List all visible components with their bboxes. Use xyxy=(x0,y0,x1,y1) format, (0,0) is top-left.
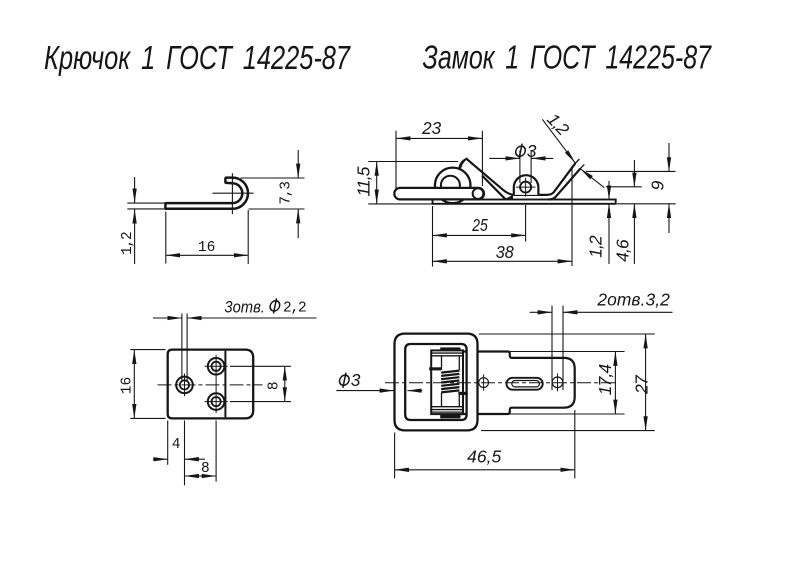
svg-text:17,4: 17,4 xyxy=(595,364,615,396)
svg-text:3: 3 xyxy=(527,141,537,161)
svg-text:38: 38 xyxy=(496,242,514,262)
svg-text:Крючок 1 ГОСТ 14225-87: Крючок 1 ГОСТ 14225-87 xyxy=(44,39,351,76)
svg-text:Замок 1 ГОСТ 14225-87: Замок 1 ГОСТ 14225-87 xyxy=(423,39,713,76)
svg-text:3отв.: 3отв. xyxy=(224,298,265,316)
svg-text:46,5: 46,5 xyxy=(467,447,501,467)
svg-text:1,2: 1,2 xyxy=(586,235,606,258)
svg-text:8: 8 xyxy=(267,381,283,390)
svg-text:9: 9 xyxy=(648,180,668,190)
svg-text:27: 27 xyxy=(632,374,652,395)
svg-text:8: 8 xyxy=(201,461,210,477)
svg-text:11,5: 11,5 xyxy=(354,166,374,196)
svg-text:3: 3 xyxy=(351,370,361,390)
svg-text:23: 23 xyxy=(421,118,441,138)
svg-text:25: 25 xyxy=(471,215,488,235)
svg-text:16: 16 xyxy=(120,377,136,394)
svg-text:2отв.3,2: 2отв.3,2 xyxy=(596,290,670,310)
svg-text:16: 16 xyxy=(198,240,215,256)
svg-text:7,3: 7,3 xyxy=(278,182,294,205)
svg-text:4,6: 4,6 xyxy=(613,239,633,262)
svg-text:2,2: 2,2 xyxy=(283,301,306,317)
svg-text:1,2: 1,2 xyxy=(120,232,136,255)
svg-text:4: 4 xyxy=(172,437,181,453)
